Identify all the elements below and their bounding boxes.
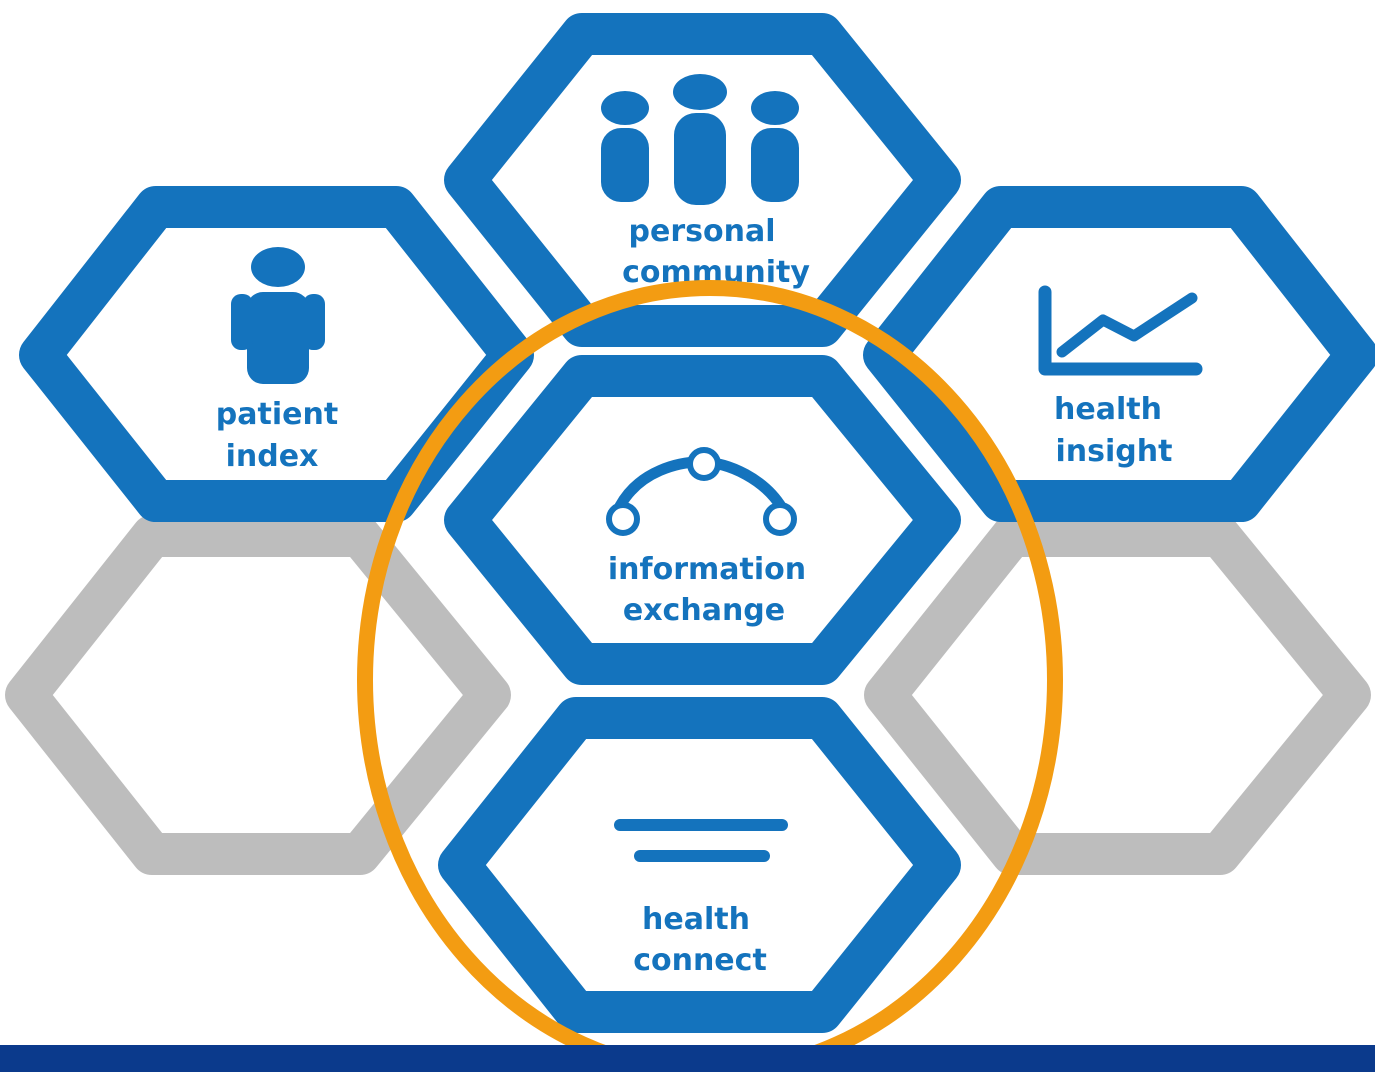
hex-health-insight[interactable]: health insight (863, 186, 1375, 522)
network-arc-icon (606, 447, 797, 536)
health-insight-label-line2: insight (1056, 434, 1173, 469)
hex-information-exchange[interactable]: information exchange (444, 355, 961, 685)
information-exchange-label-line2: exchange (623, 593, 785, 628)
trend-chart-icon (1038, 285, 1203, 376)
health-connect-label-line2: connect (633, 943, 767, 978)
hex-health-connect[interactable]: health connect (438, 697, 961, 1033)
hex-personal-community[interactable]: personal community (444, 13, 961, 347)
patient-index-label-line2: index (226, 439, 319, 474)
placeholder-hex-right (864, 515, 1371, 875)
hex-patient-index[interactable]: patient index (19, 186, 534, 522)
personal-community-label-line1: personal (629, 214, 776, 249)
highlight-ellipse (357, 280, 1063, 1072)
health-insight-label-line1: health (1054, 392, 1162, 427)
footer-bar (0, 1045, 1375, 1072)
placeholder-hex-left (5, 515, 511, 875)
health-connect-label-line1: health (642, 902, 750, 937)
patient-index-label-line1: patient (216, 397, 338, 432)
information-exchange-label-line1: information (608, 552, 806, 587)
lines-icon (614, 819, 788, 862)
person-icon (231, 247, 325, 384)
people-group-icon (601, 74, 799, 205)
